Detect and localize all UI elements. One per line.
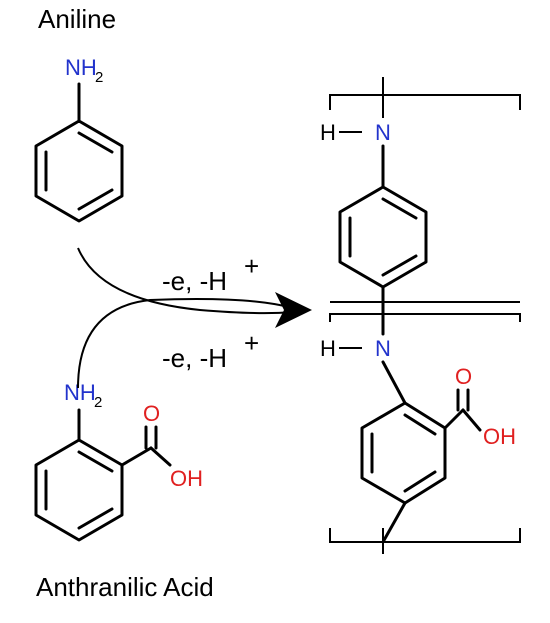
polymer-unit1-ring xyxy=(338,185,428,289)
polymer-unit2-bottom-bond xyxy=(381,501,407,544)
aniline-nh-subscript: 2 xyxy=(95,69,103,86)
polymer-unit1-bracket xyxy=(329,77,521,303)
anthranilic-hydroxyl: OH xyxy=(170,466,203,491)
aniline-reaction-curve xyxy=(77,247,293,315)
anthranilic-name: Anthranilic Acid xyxy=(36,572,214,602)
reaction-arrowhead xyxy=(275,292,312,328)
reaction-condition-2-sup: + xyxy=(244,328,259,358)
reaction-condition-2: -e, -H + xyxy=(162,328,259,373)
aniline-amine-label: NH 2 xyxy=(65,55,103,86)
reaction-condition-1-text: -e, -H xyxy=(162,266,227,296)
reaction-condition-1: -e, -H + xyxy=(162,251,259,296)
polymer-unit2-carbonyl-o: O xyxy=(455,364,472,389)
aniline-ring xyxy=(34,119,124,223)
polymer-unit2-ring xyxy=(360,401,447,505)
reaction-condition-2-text: -e, -H xyxy=(162,343,227,373)
polymer-unit2-n-ring-bond xyxy=(381,360,407,405)
anthranilic-carboxyl xyxy=(120,425,172,467)
polymer-unit2-n: N xyxy=(375,336,391,361)
polymer-unit2-hydroxyl: OH xyxy=(483,424,516,449)
aniline-nh: NH xyxy=(65,55,97,80)
aniline-name: Aniline xyxy=(38,4,116,34)
anthranilic-ring xyxy=(34,438,124,542)
anthranilic-amine-label: NH 2 xyxy=(64,380,102,411)
anthranilic-reaction-curve xyxy=(77,298,293,389)
anthranilic-nh-subscript: 2 xyxy=(94,394,102,411)
anthranilic-nh: NH xyxy=(64,380,96,405)
polymer-unit2-h: H xyxy=(320,336,336,361)
polymer-unit1-h: H xyxy=(320,120,336,145)
anthranilic-carbonyl-o: O xyxy=(143,401,160,426)
polymer-unit2-carboxyl xyxy=(443,388,482,432)
reaction-condition-1-sup: + xyxy=(244,251,259,281)
polymer-unit1-n: N xyxy=(375,120,391,145)
